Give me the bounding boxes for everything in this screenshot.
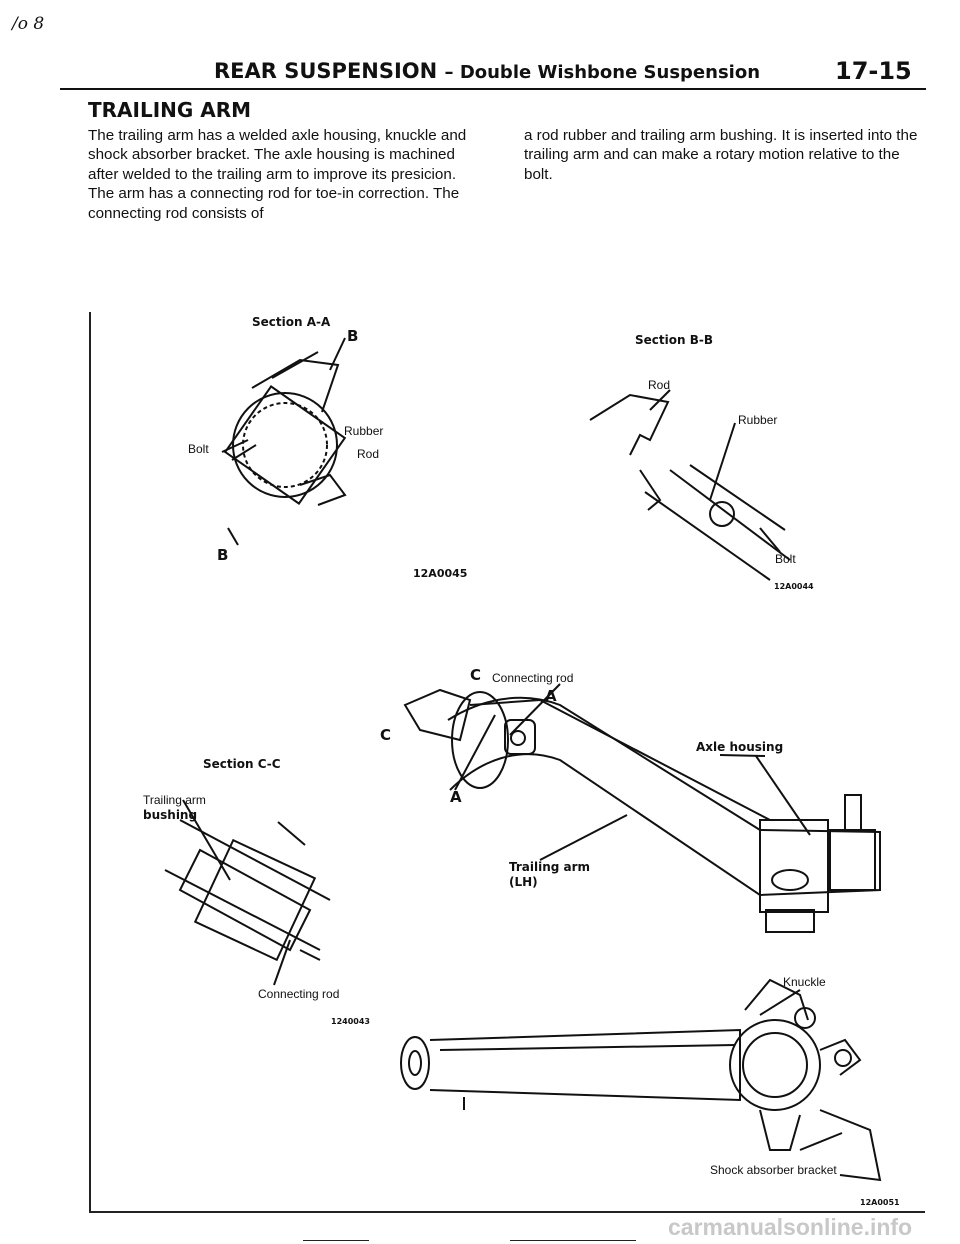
- section-cc-label-connecting-rod: Connecting rod: [258, 987, 340, 1001]
- section-bb-label-rod: Rod: [648, 378, 671, 392]
- body-col-left: The trailing arm has a welded axle housi…: [88, 127, 467, 222]
- section-bb-title: Section B-B: [635, 333, 713, 347]
- page-number: 17-15: [835, 57, 912, 85]
- section-cc-label-bushing-2: bushing: [143, 808, 198, 822]
- header-rule: [60, 88, 926, 90]
- section-bb-label-bolt: Bolt: [775, 552, 796, 566]
- corner-note: /o 8: [12, 14, 45, 34]
- body-col-right: a rod rubber and trailing arm bushing. I…: [524, 127, 918, 183]
- assembly-label-axle-housing: Axle housing: [696, 740, 784, 754]
- section-heading: TRAILING ARM: [88, 98, 252, 122]
- assembly-marker-c-bottom: C: [380, 726, 392, 744]
- section-bb-code: 12A0044: [774, 582, 814, 591]
- section-cc-title: Section C-C: [203, 757, 281, 771]
- assembly-drawing: [403, 683, 881, 933]
- section-bb-label-rubber: Rubber: [738, 413, 778, 427]
- frame-rule-bottom: [89, 1211, 925, 1213]
- section-cc-drawing: [164, 799, 331, 986]
- frame-rule-left: [89, 312, 91, 1212]
- footer-rule-left: [303, 1240, 369, 1241]
- lower-label-shock-bracket: Shock absorber bracket: [710, 1163, 837, 1177]
- lower-code: 12A0051: [860, 1198, 900, 1207]
- assembly-label-connecting-rod: Connecting rod: [492, 671, 574, 685]
- section-aa-marker-bottom: B: [217, 546, 229, 564]
- lower-drawing: [400, 978, 882, 1182]
- section-aa-marker-top: B: [347, 327, 359, 345]
- section-aa-drawing: [221, 337, 347, 546]
- section-aa-label-rubber: Rubber: [344, 424, 384, 438]
- section-aa-code: 12A0045: [413, 567, 468, 580]
- section-cc-label-bushing-1: Trailing arm: [143, 793, 206, 807]
- assembly-label-lh: (LH): [509, 875, 538, 889]
- lower-label-knuckle: Knuckle: [783, 975, 826, 989]
- assembly-label-trailing-arm: Trailing arm: [509, 860, 591, 874]
- header-subtitle: – Double Wishbone Suspension: [444, 62, 761, 83]
- assembly-marker-a-bottom: A: [450, 788, 462, 806]
- header-title-main: REAR SUSPENSION: [214, 59, 438, 83]
- assembly-marker-c-top: C: [470, 666, 482, 684]
- assembly-marker-a-top: A: [545, 687, 557, 705]
- section-aa-label-rod: Rod: [357, 447, 380, 461]
- section-aa-title: Section A-A: [252, 315, 331, 329]
- section-aa-label-bolt: Bolt: [188, 442, 209, 456]
- footer-rule-right: [510, 1240, 636, 1241]
- header-title: REAR SUSPENSION – Double Wishbone Suspen…: [214, 59, 760, 83]
- footer-watermark: carmanualsonline.info: [668, 1214, 913, 1240]
- section-cc-code: 1240043: [331, 1017, 370, 1026]
- section-bb-drawing: [589, 389, 791, 581]
